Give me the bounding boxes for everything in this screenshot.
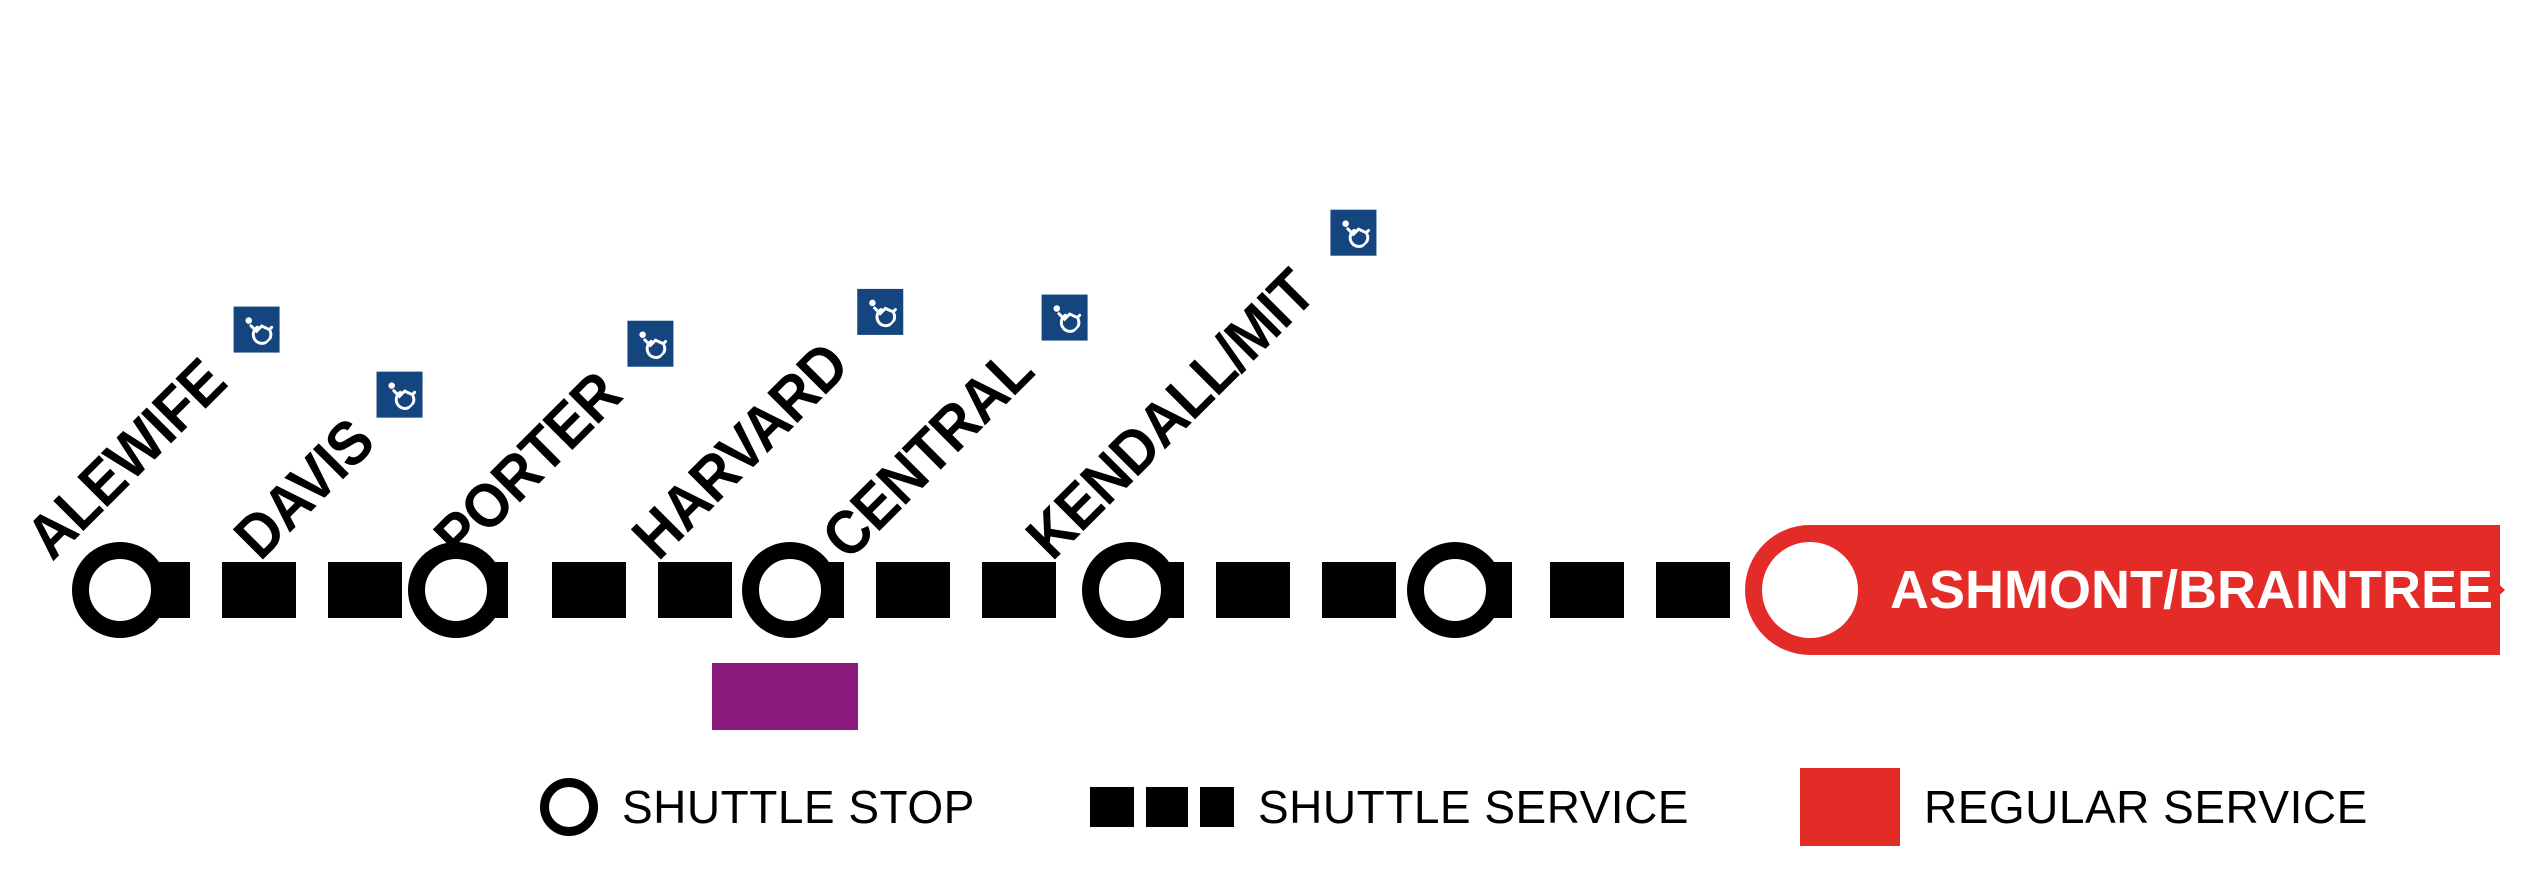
- shuttle-track-segment: [1216, 562, 1290, 618]
- shuttle-track-segment: [328, 562, 402, 618]
- banner-arrowhead-icon: [2435, 525, 2505, 655]
- shuttle-track-segment: [982, 562, 1056, 618]
- shuttle-track-segment: [1322, 562, 1396, 618]
- legend-regular-service-icon: [1800, 768, 1900, 846]
- station-label-porter[interactable]: PORTER: [421, 305, 689, 573]
- station-label-kendall-mit[interactable]: KENDALL/MIT: [1013, 194, 1392, 572]
- regular-service-banner[interactable]: ASHMONT/BRAINTREE: [1745, 525, 2505, 655]
- station-label-alewife[interactable]: ALEWIFE: [13, 291, 295, 573]
- station-name-text: PORTER: [421, 359, 635, 573]
- legend-shuttle-service-icon: [1090, 787, 1234, 827]
- legend-shuttle-stop-icon: [540, 778, 598, 836]
- wheelchair-icon: [233, 306, 280, 353]
- station-stop-porter[interactable]: [742, 542, 838, 638]
- commuter-rail-marker: [712, 663, 858, 730]
- shuttle-track-segment: [1550, 562, 1624, 618]
- legend: SHUTTLE STOP SHUTTLE SERVICE REGULAR SERVI…: [0, 762, 2547, 852]
- legend-label: SHUTTLE SERVICE: [1258, 781, 1689, 833]
- wheelchair-icon: [376, 371, 423, 418]
- legend-label: SHUTTLE STOP: [622, 781, 975, 833]
- station-label-harvard[interactable]: HARVARD: [619, 274, 918, 572]
- legend-label: REGULAR SERVICE: [1924, 781, 2368, 833]
- station-name-text: ALEWIFE: [13, 346, 240, 573]
- kendall-mit-station-dot: [1762, 542, 1858, 638]
- wheelchair-icon: [1041, 294, 1088, 341]
- shuttle-track-segment: [876, 562, 950, 618]
- shuttle-track-segment: [658, 562, 732, 618]
- shuttle-track-segment: [1656, 562, 1730, 618]
- terminal-label: ASHMONT/BRAINTREE: [1890, 560, 2493, 620]
- wheelchair-icon: [627, 320, 674, 367]
- station-name-text: DAVIS: [221, 406, 388, 573]
- legend-item-regular-service: REGULAR SERVICE: [1800, 762, 2368, 852]
- wheelchair-icon: [1330, 209, 1377, 256]
- shuttle-track-segment: [222, 562, 296, 618]
- legend-item-shuttle-stop: SHUTTLE STOP: [540, 762, 975, 852]
- station-label-central[interactable]: CENTRAL: [809, 279, 1103, 572]
- shuttle-track-segment: [552, 562, 626, 618]
- legend-item-shuttle-service: SHUTTLE SERVICE: [1090, 762, 1689, 852]
- station-label-davis[interactable]: DAVIS: [221, 357, 437, 573]
- wheelchair-icon: [857, 288, 904, 335]
